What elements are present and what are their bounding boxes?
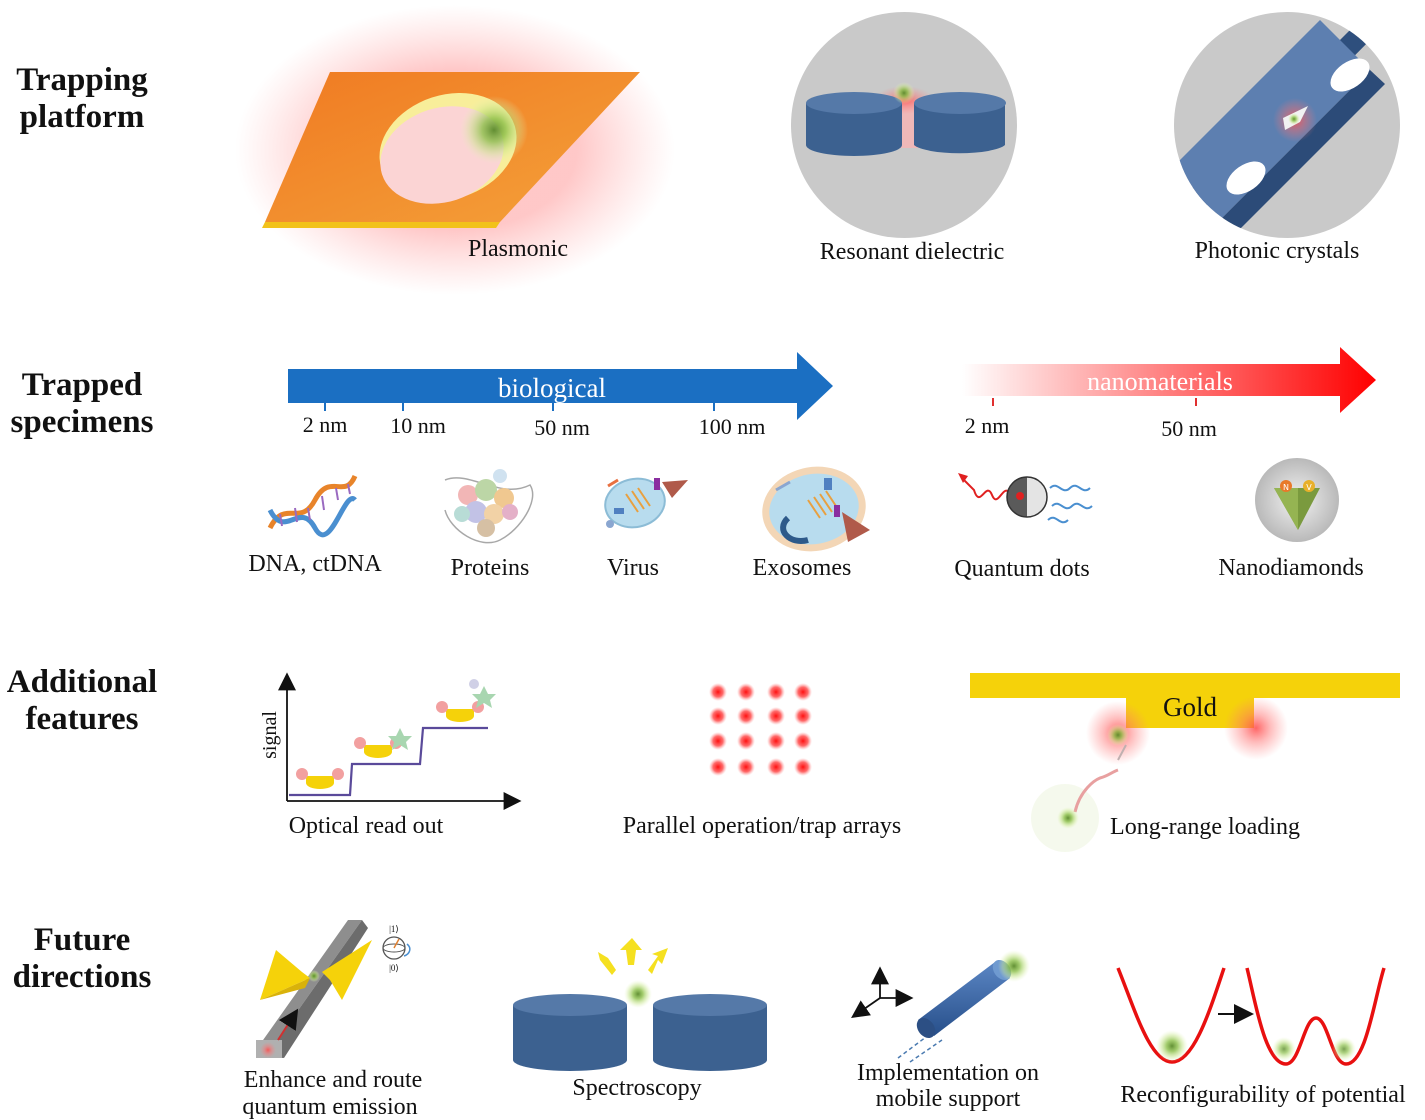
trap-site: [709, 732, 727, 750]
label-spectroscopy: Spectroscopy: [572, 1075, 701, 1101]
label-mobile-line1: Implementation on: [857, 1060, 1039, 1086]
trap-site: [767, 758, 785, 776]
trap-site: [709, 707, 727, 725]
label-optical-readout: Optical read out: [289, 813, 444, 839]
mobile-support-illustration: [851, 950, 1030, 1063]
label-virus: Virus: [607, 555, 659, 581]
quantum-dot-icon: [958, 473, 1093, 524]
photonic-crystal-illustration: [1174, 12, 1400, 238]
trap-array: [709, 683, 812, 776]
trap-site: [737, 683, 755, 701]
label-mobile-line2: mobile support: [876, 1086, 1021, 1112]
biological-scale: biological 2 nm 10 nm 50 nm 100 nm: [288, 352, 833, 440]
trap-site: [709, 758, 727, 776]
header-line2: specimens: [11, 404, 154, 440]
molecule-step-1: [296, 768, 344, 789]
trap-site: [794, 758, 812, 776]
trap-site: [737, 707, 755, 725]
section-header-trapping-platform: Trapping platform: [16, 62, 148, 135]
label-reconfigurability: Reconfigurability of potential: [1120, 1082, 1406, 1108]
reconfigurable-potential-illustration: [1116, 967, 1386, 1066]
optical-readout-plot: signal: [259, 672, 522, 810]
header-line2: directions: [13, 959, 152, 995]
bio-tick-label: 50 nm: [534, 415, 590, 440]
waveguide-antenna-illustration: |1⟩ |0⟩: [256, 920, 411, 1058]
header-line2: platform: [20, 99, 145, 135]
molecule-step-3: [436, 679, 496, 722]
trap-site: [794, 707, 812, 725]
nv-v-label: V: [1306, 483, 1312, 492]
label-long-range-loading: Long-range loading: [1110, 814, 1300, 840]
biological-arrow: [288, 352, 833, 420]
label-proteins: Proteins: [451, 555, 530, 581]
nanomaterials-arrow: [962, 347, 1376, 413]
ket-zero: |0⟩: [389, 963, 399, 973]
bio-tick-label: 10 nm: [390, 413, 446, 438]
label-resonant-dielectric: Resonant dielectric: [820, 239, 1005, 265]
long-range-loading-illustration: Gold: [970, 673, 1400, 852]
trap-site: [767, 707, 785, 725]
label-nanodiamonds: Nanodiamonds: [1218, 555, 1363, 581]
header-line1: Future: [34, 922, 131, 958]
spectroscopy-illustration: [513, 938, 767, 1071]
trap-site: [709, 683, 727, 701]
label-exosomes: Exosomes: [753, 555, 852, 581]
bio-tick-label: 2 nm: [303, 412, 348, 437]
bio-tick-label: 100 nm: [699, 414, 766, 439]
signal-axis-label: signal: [259, 711, 281, 759]
ket-one: |1⟩: [389, 924, 399, 934]
nano-tick-label: 2 nm: [965, 413, 1010, 438]
trap-site: [737, 758, 755, 776]
header-line2: features: [25, 701, 138, 737]
header-line1: Additional: [7, 664, 157, 700]
virus-icon: [604, 477, 688, 529]
header-line1: Trapping: [16, 62, 148, 98]
nv-n-label: N: [1283, 483, 1289, 492]
label-photonic-crystals: Photonic crystals: [1195, 238, 1360, 264]
dna-icon: [267, 474, 358, 538]
label-quantum-dots: Quantum dots: [954, 556, 1089, 582]
molecule-step-2: [354, 728, 412, 758]
label-plasmonic: Plasmonic: [468, 236, 568, 262]
resonant-dielectric-illustration: [791, 12, 1017, 238]
nanodiamond-icon: N V: [1255, 458, 1339, 542]
label-dna: DNA, ctDNA: [248, 551, 382, 577]
trap-site: [767, 732, 785, 750]
biological-label: biological: [498, 373, 606, 403]
section-header-additional-features: Additional features: [7, 664, 157, 737]
trap-site: [794, 732, 812, 750]
nano-tick-label: 50 nm: [1161, 416, 1217, 441]
trap-site: [794, 683, 812, 701]
plasmonic-illustration: [235, 5, 675, 295]
label-enhance-line1: Enhance and route: [244, 1067, 423, 1093]
section-header-future-directions: Future directions: [13, 922, 152, 995]
label-enhance-line2: quantum emission: [242, 1094, 417, 1120]
trap-site: [737, 732, 755, 750]
nanomaterials-scale: nanomaterials 2 nm 50 nm: [962, 347, 1376, 441]
exosome-icon: [762, 466, 870, 552]
nanomaterials-label: nanomaterials: [1087, 367, 1233, 396]
trap-site: [767, 683, 785, 701]
header-line1: Trapped: [22, 367, 142, 403]
label-parallel-operation: Parallel operation/trap arrays: [623, 813, 902, 839]
protein-icon: [444, 469, 534, 544]
section-header-trapped-specimens: Trapped specimens: [11, 367, 154, 440]
gold-label: Gold: [1163, 692, 1218, 722]
